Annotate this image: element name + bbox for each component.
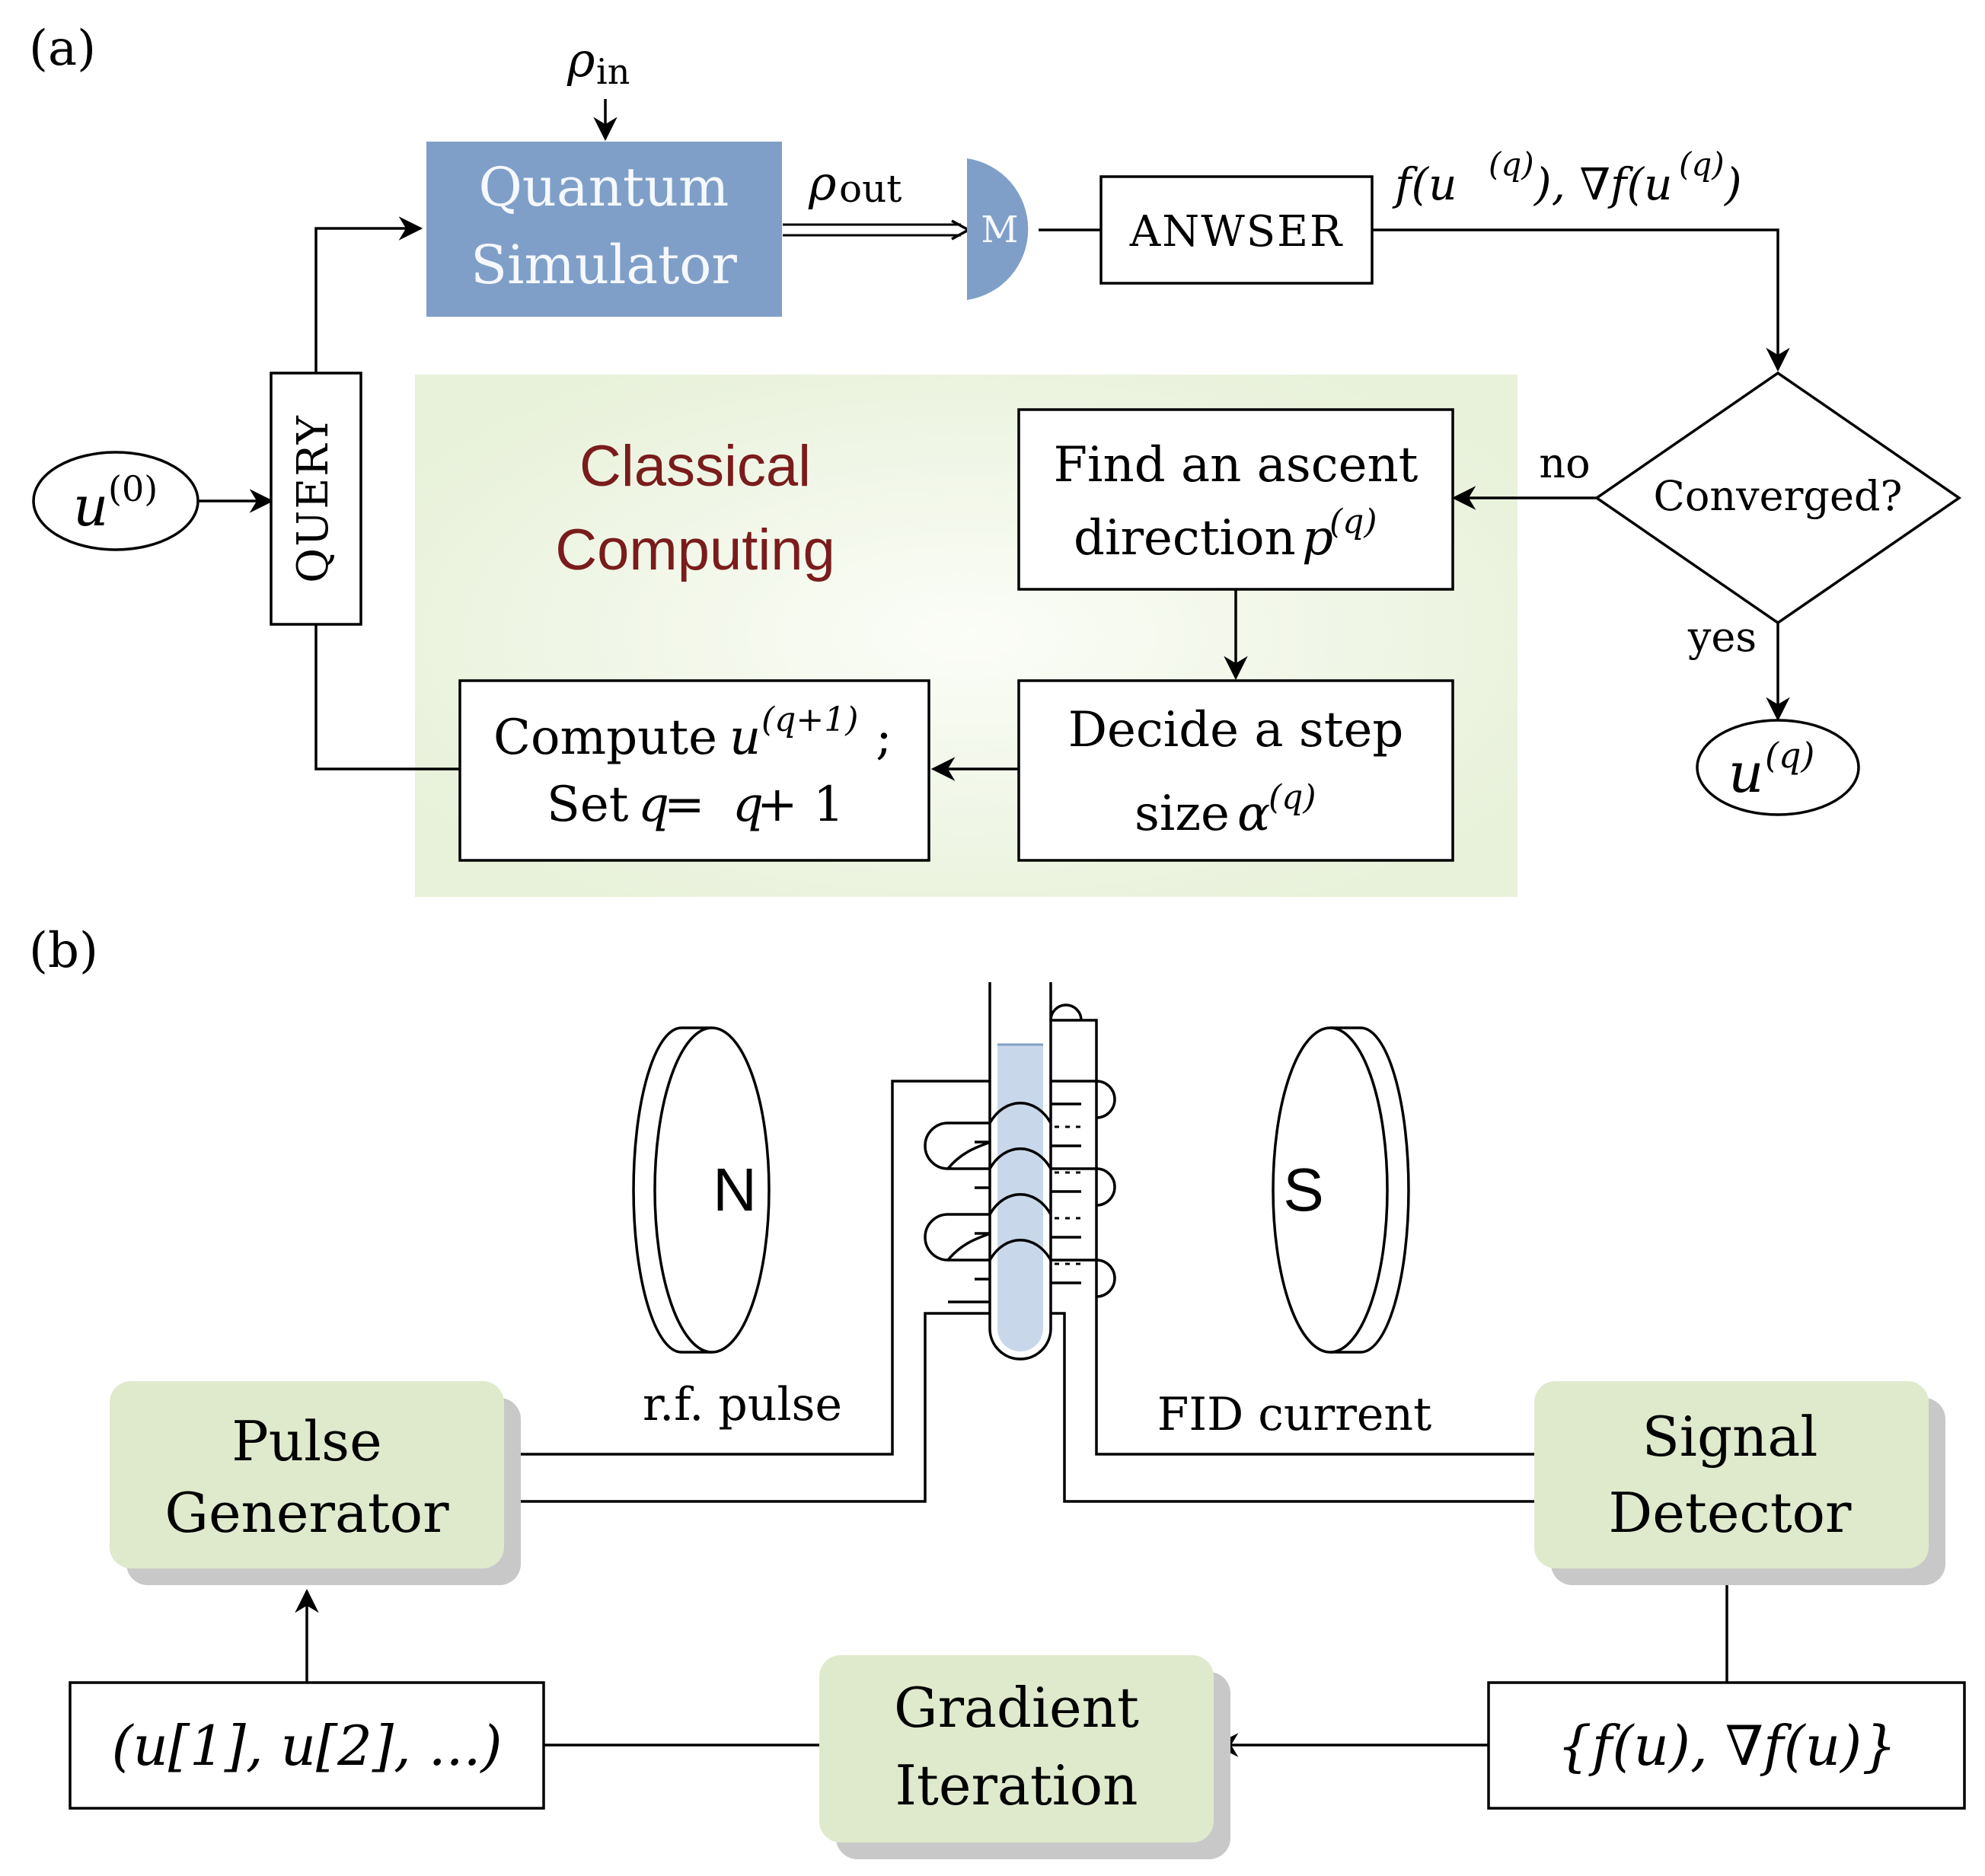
yes-label: yes: [1687, 613, 1757, 661]
measurement-symbol: [967, 158, 1029, 300]
step-line2: size α (q): [1135, 778, 1316, 842]
answer-to-converged-arrow: [1372, 228, 1790, 372]
svg-text:out: out: [839, 167, 902, 211]
coil-dashes: [1055, 1080, 1081, 1265]
no-label: no: [1539, 439, 1590, 487]
pulse-generator-box: [110, 1381, 504, 1568]
svg-text:), ∇f(u: ), ∇f(u: [1533, 158, 1672, 210]
control-sequence-label: (u[1], u[2], ...): [111, 1714, 502, 1778]
signal-detector-line2: Detector: [1609, 1481, 1852, 1545]
svg-text:u: u: [729, 710, 761, 766]
svg-text:(0): (0): [108, 468, 158, 509]
svg-text:;: ;: [876, 710, 892, 766]
svg-text:f(u: f(u: [1392, 158, 1457, 210]
rho-out-label: ρ out: [808, 155, 902, 211]
signal-detector-box: [1534, 1381, 1929, 1568]
quantum-simulator-line1: Quantum: [479, 156, 729, 219]
fid-lead-inner: [1051, 1312, 1534, 1503]
answer-output-label: f(u (q) ), ∇f(u (q) ): [1392, 145, 1742, 210]
input-u0-label: u (0): [73, 468, 158, 538]
svg-text:ρ: ρ: [566, 32, 595, 88]
converged-label: Converged?: [1654, 472, 1903, 520]
svg-text:q: q: [732, 777, 764, 833]
ascent-direction-box: [1017, 408, 1454, 591]
step-line1: Decide a step: [1068, 702, 1404, 758]
measurement-label: M: [981, 209, 1018, 251]
fid-current-label: FID current: [1157, 1388, 1431, 1441]
rho-in-label: ρ in: [566, 32, 630, 92]
output-uq-label: u (q): [1728, 735, 1814, 805]
rf-lead-outer: [506, 1080, 990, 1456]
output-uq-node: [1696, 719, 1860, 816]
pulse-generator-line1: Pulse: [231, 1409, 381, 1473]
svg-text:p: p: [1302, 510, 1333, 566]
svg-text:(q): (q): [1329, 502, 1377, 541]
gradient-iteration-box: [819, 1655, 1214, 1842]
svg-text:α: α: [1237, 786, 1270, 842]
sample-tube: [988, 982, 1052, 1361]
fid-lead-top: [1049, 1003, 1083, 1021]
rf-coil: [924, 1080, 1116, 1303]
quantum-simulator-box: [426, 142, 782, 317]
svg-text:u: u: [1728, 741, 1763, 805]
svg-text:u: u: [73, 474, 108, 538]
svg-text:Compute: Compute: [493, 710, 717, 766]
svg-text:direction: direction: [1074, 510, 1296, 566]
svg-text:): ): [1723, 158, 1742, 210]
north-magnet: [632, 1026, 771, 1354]
compute-line1: Compute u (q+1) ;: [493, 700, 892, 766]
answer-label: ANWSER: [1129, 207, 1343, 257]
feedback-box: [1487, 1681, 1966, 1810]
pulse-generator-line2: Generator: [164, 1481, 449, 1545]
gradient-iteration-line1: Gradient: [894, 1676, 1139, 1740]
feedback-label: {f(u), ∇f(u)}: [1557, 1714, 1897, 1778]
signal-detector-line1: Signal: [1642, 1405, 1818, 1469]
svg-text:+ 1: + 1: [757, 777, 844, 833]
panel-a-label: (a): [29, 21, 96, 77]
svg-text:size: size: [1135, 786, 1230, 842]
ascent-line2: direction p (q): [1074, 502, 1377, 566]
ascent-line1: Find an ascent: [1054, 437, 1419, 493]
svg-text:(q): (q): [1489, 145, 1534, 183]
gradient-iteration-line2: Iteration: [895, 1753, 1138, 1817]
svg-text:Set: Set: [547, 777, 629, 833]
svg-text:q: q: [638, 777, 669, 833]
svg-text:=: =: [664, 777, 705, 833]
svg-text:ρ: ρ: [808, 155, 836, 211]
compute-line2: Set q = q + 1: [547, 777, 844, 833]
rf-pulse-label: r.f. pulse: [643, 1378, 842, 1431]
control-sequence-box: [69, 1681, 545, 1810]
quantum-simulator-line2: Simulator: [471, 234, 737, 296]
classical-computing-line2: Computing: [555, 518, 835, 582]
compute-update-box: [458, 679, 930, 862]
svg-text:(q): (q): [1269, 778, 1316, 817]
step-size-box: [1017, 679, 1454, 862]
north-label: N: [713, 1156, 757, 1224]
panel-b-label: (b): [29, 923, 98, 979]
query-label: QUERY: [289, 414, 338, 582]
compute-to-query-line: [314, 624, 460, 770]
rf-lead-inner: [506, 1312, 990, 1503]
classical-computing-line1: Classical: [579, 434, 811, 499]
svg-text:(q): (q): [1765, 735, 1814, 776]
answer-box: [1099, 175, 1374, 285]
query-to-simulator-arrow: [314, 216, 423, 373]
svg-text:(q): (q): [1679, 145, 1725, 183]
svg-text:in: in: [596, 51, 630, 92]
fid-lead-outer: [1051, 1019, 1534, 1456]
south-magnet: [1272, 1026, 1410, 1354]
svg-text:(q+1): (q+1): [761, 700, 858, 739]
south-label: S: [1283, 1156, 1323, 1224]
